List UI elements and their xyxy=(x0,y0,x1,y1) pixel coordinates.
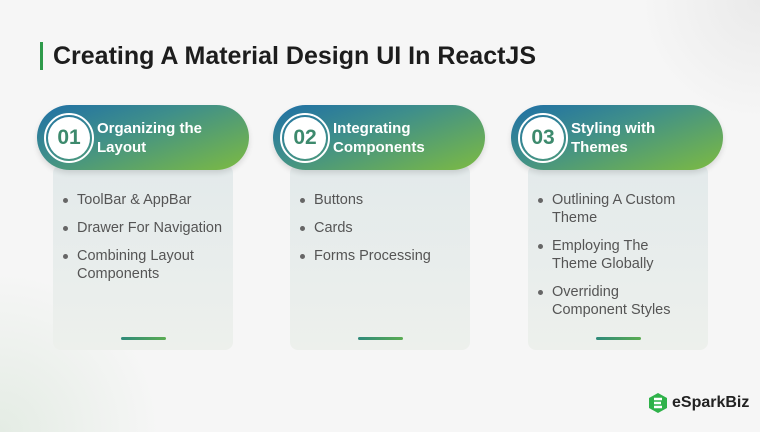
section-header-2: 02 Integrating Components xyxy=(273,105,485,170)
section-header-3: 03 Styling with Themes xyxy=(511,105,723,170)
section-list: Buttons Cards Forms Processing xyxy=(300,191,466,275)
section-list: ToolBar & AppBar Drawer For Navigation C… xyxy=(63,191,229,293)
section-title: Organizing the Layout xyxy=(97,120,202,156)
card-divider xyxy=(121,337,166,340)
section-title: Styling with Themes xyxy=(571,120,656,156)
number-badge: 02 xyxy=(280,113,330,163)
card-divider xyxy=(596,337,641,340)
list-item: Buttons xyxy=(300,191,466,209)
section-card-1: ToolBar & AppBar Drawer For Navigation C… xyxy=(53,165,233,350)
page-title: Creating A Material Design UI In ReactJS xyxy=(40,42,536,70)
section-header-1: 01 Organizing the Layout xyxy=(37,105,249,170)
list-item: Drawer For Navigation xyxy=(63,219,229,237)
esparkbiz-logo-icon xyxy=(649,393,667,413)
section-title: Integrating Components xyxy=(333,120,425,156)
list-item: Employing The Theme Globally xyxy=(538,237,678,273)
list-item: Cards xyxy=(300,219,466,237)
section-card-2: Buttons Cards Forms Processing xyxy=(290,165,470,350)
list-item: Outlining A Custom Theme xyxy=(538,191,688,227)
section-list: Outlining A Custom Theme Employing The T… xyxy=(538,191,704,329)
section-card-3: Outlining A Custom Theme Employing The T… xyxy=(528,165,708,350)
brand-logo: eSparkBiz xyxy=(648,392,749,414)
number-badge: 03 xyxy=(518,113,568,163)
number-badge: 01 xyxy=(44,113,94,163)
list-item: Overriding Component Styles xyxy=(538,283,688,319)
card-divider xyxy=(358,337,403,340)
list-item: Combining Layout Components xyxy=(63,247,213,283)
list-item: ToolBar & AppBar xyxy=(63,191,229,209)
list-item: Forms Processing xyxy=(300,247,466,265)
